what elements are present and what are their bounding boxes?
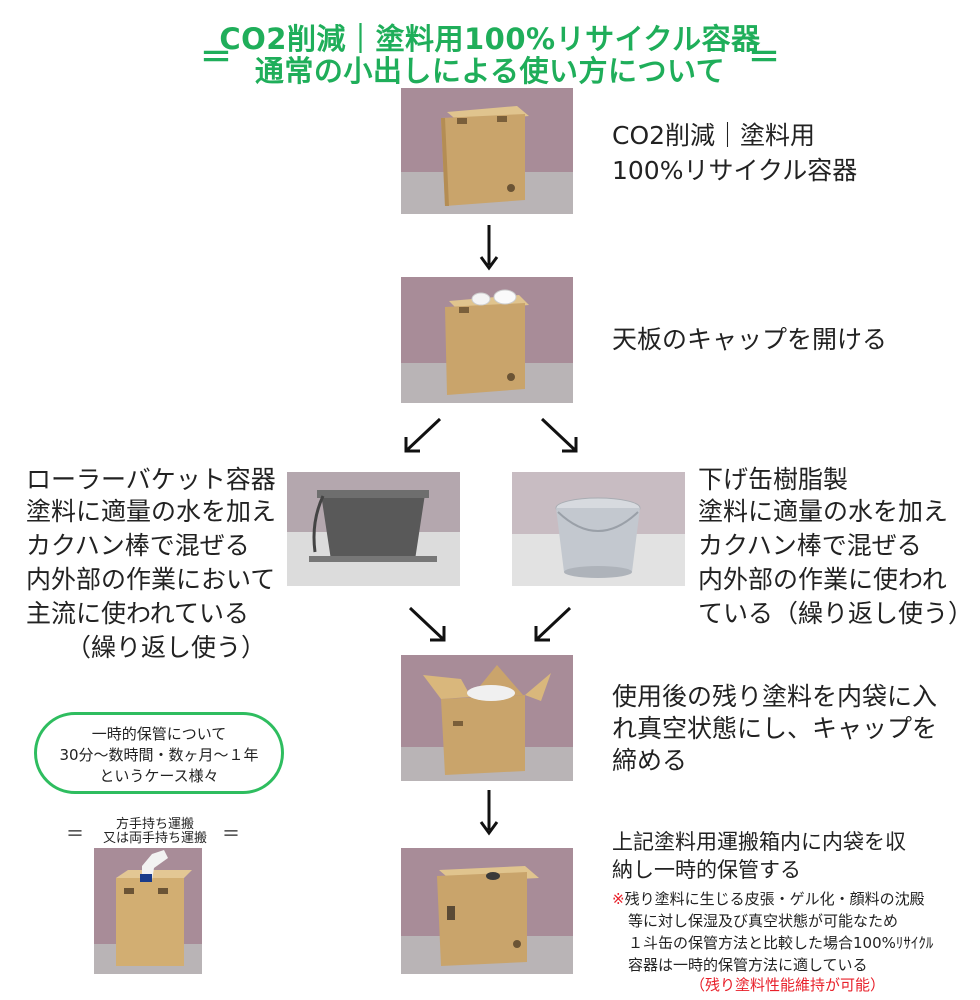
roller-bucket-heading: ローラーバケット容器: [26, 465, 276, 494]
photo-carrying-box: [94, 848, 202, 974]
step-container-label-2: 100%リサイクル容器: [612, 156, 858, 185]
storage-note-line5: （残り塗料性能維持が可能）: [690, 976, 886, 994]
storage-note-line4: 容器は一時的保管方法に適している: [628, 956, 868, 974]
photo-resin-bucket: [512, 472, 685, 586]
photo-open-cap: [401, 277, 573, 403]
note-line2: 30分～数時間・数ヶ月～１年: [59, 746, 259, 764]
roller-bucket-line4: 主流に使われている: [26, 599, 250, 628]
roller-bucket-line3: 内外部の作業において: [26, 565, 276, 594]
resin-bucket-heading: 下げ缶樹脂製: [698, 465, 849, 494]
resin-bucket-line2: カクハン棒で混ぜる: [698, 531, 922, 560]
carry-caption: 方手持ち運搬 又は両手持ち運搬: [84, 818, 226, 846]
after-use-line2: れ真空状態にし、キャップを: [612, 714, 938, 743]
storage-line2: 納し一時的保管する: [612, 858, 801, 882]
note-mark: ※: [612, 890, 625, 908]
roller-bucket-line5: （繰り返し使う）: [66, 633, 267, 662]
step-container-label-1: CO2削減｜塗料用: [612, 121, 816, 150]
storage-note-text1: 残り塗料に生じる皮張・ゲル化・顔料の沈殿: [624, 890, 925, 908]
storage-note-line2: 等に対し保湿及び真空状態が可能なため: [628, 912, 899, 930]
after-use-line1: 使用後の残り塗料を内袋に入: [612, 682, 938, 711]
arrow-down-left-icon: [534, 606, 572, 642]
photo-roller-bucket: [287, 472, 460, 586]
note-line3: というケース様々: [99, 767, 219, 785]
step-open-cap: 天板のキャップを開ける: [612, 325, 888, 354]
page-subtitle: 通常の小出しによる使い方について: [254, 54, 726, 88]
carry-line2: 又は両手持ち運搬: [102, 831, 207, 846]
resin-bucket-line4: ている（繰り返し使う）: [698, 599, 974, 628]
carry-left-mark: ＝: [66, 824, 84, 845]
photo-storage-box: [401, 848, 573, 974]
temporary-storage-note: 一時的保管について 30分～数時間・数ヶ月～１年 というケース様々: [34, 712, 284, 794]
storage-line1: 上記塗料用運搬箱内に内袋を収: [612, 830, 906, 854]
roller-bucket-line1: 塗料に適量の水を加え: [26, 497, 277, 526]
storage-note-line3: １斗缶の保管方法と比較した場合100%ﾘｻｲｸﾙ: [628, 934, 934, 952]
resin-bucket-line3: 内外部の作業に使われ: [698, 565, 947, 594]
arrow-down-icon: [479, 225, 499, 271]
note-line1: 一時的保管について: [91, 725, 227, 743]
after-use-line3: 締める: [612, 746, 688, 775]
arrow-down-right-icon: [540, 417, 578, 453]
title-right-mark: ＝: [748, 38, 781, 76]
arrow-down-icon: [479, 790, 499, 836]
arrow-down-left-icon: [404, 417, 442, 453]
storage-note-line1: ※残り塗料に生じる皮張・ゲル化・顔料の沈殿: [612, 888, 925, 910]
arrow-down-right-icon: [408, 606, 446, 642]
carry-line1: 方手持ち運搬: [115, 817, 194, 832]
page-title: CO2削減｜塗料用100%リサイクル容器: [219, 22, 761, 56]
resin-bucket-line1: 塗料に適量の水を加え: [698, 497, 949, 526]
photo-recycle-container: [401, 88, 573, 214]
title-left-mark: ＝: [200, 38, 233, 76]
photo-inner-bag: [401, 655, 573, 781]
roller-bucket-line2: カクハン棒で混ぜる: [26, 531, 250, 560]
carry-right-mark: ＝: [222, 824, 240, 845]
